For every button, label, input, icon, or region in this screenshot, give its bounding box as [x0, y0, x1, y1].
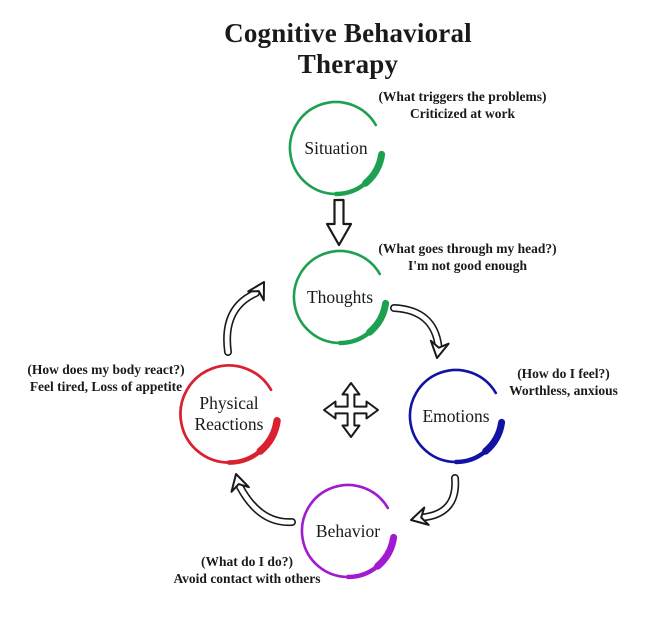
situation-ring-icon: [288, 100, 386, 197]
physical-reactions-ring-icon: [179, 364, 281, 465]
emotions-annotation-question: (How do I feel?): [517, 366, 610, 381]
thoughts-annotation: (What goes through my head?) I'm not goo…: [365, 240, 570, 274]
page-title: Cognitive Behavioral Therapy: [224, 18, 472, 79]
physical-reactions-label: Physical Reactions: [171, 356, 287, 472]
curved-arrow-up-right-icon: [223, 281, 265, 356]
move-cross-icon: [323, 382, 379, 438]
thoughts-annotation-question: (What goes through my head?): [378, 241, 557, 256]
situation-annotation-example: Criticized at work: [410, 106, 515, 121]
curved-arrow-down-right-icon: [390, 304, 450, 359]
situation-annotation-question: (What triggers the problems): [378, 89, 547, 104]
down-arrow-icon: [325, 198, 353, 247]
behavior-ring-icon: [300, 483, 398, 580]
curved-arrow-down-left-icon: [410, 474, 460, 526]
situation-label: Situation: [304, 137, 368, 158]
emotions-ring-icon: [408, 368, 506, 465]
emotions-annotation: (How do I feel?) Worthless, anxious: [486, 365, 641, 399]
physical-reactions-annotation: (How does my body react?) Feel tired, Lo…: [10, 361, 202, 395]
thoughts-ring-icon: [292, 249, 390, 346]
node-behavior: Behavior: [293, 476, 403, 586]
behavior-annotation-example: Avoid contact with others: [173, 571, 321, 586]
emotions-label: Emotions: [422, 405, 490, 426]
physical-reactions-annotation-example: Feel tired, Loss of appetite: [29, 379, 183, 394]
node-emotions: Emotions: [401, 361, 511, 471]
curved-arrow-up-left-icon: [230, 473, 296, 527]
behavior-annotation: (What do I do?) Avoid contact with other…: [147, 553, 347, 587]
behavior-label: Behavior: [315, 520, 381, 541]
physical-reactions-annotation-question: (How does my body react?): [27, 362, 185, 377]
thoughts-annotation-example: I'm not good enough: [408, 258, 527, 273]
node-physical-reactions: Physical Reactions: [171, 356, 287, 472]
physical-reactions-label-line2: Reactions: [194, 414, 264, 434]
node-thoughts: Thoughts: [285, 242, 395, 352]
node-situation: Situation: [281, 93, 391, 203]
thoughts-label: Thoughts: [306, 286, 374, 307]
behavior-annotation-question: (What do I do?): [201, 554, 293, 569]
emotions-annotation-example: Worthless, anxious: [509, 383, 618, 398]
physical-reactions-label-line1: Physical: [199, 393, 259, 413]
situation-annotation: (What triggers the problems) Criticized …: [360, 88, 565, 122]
